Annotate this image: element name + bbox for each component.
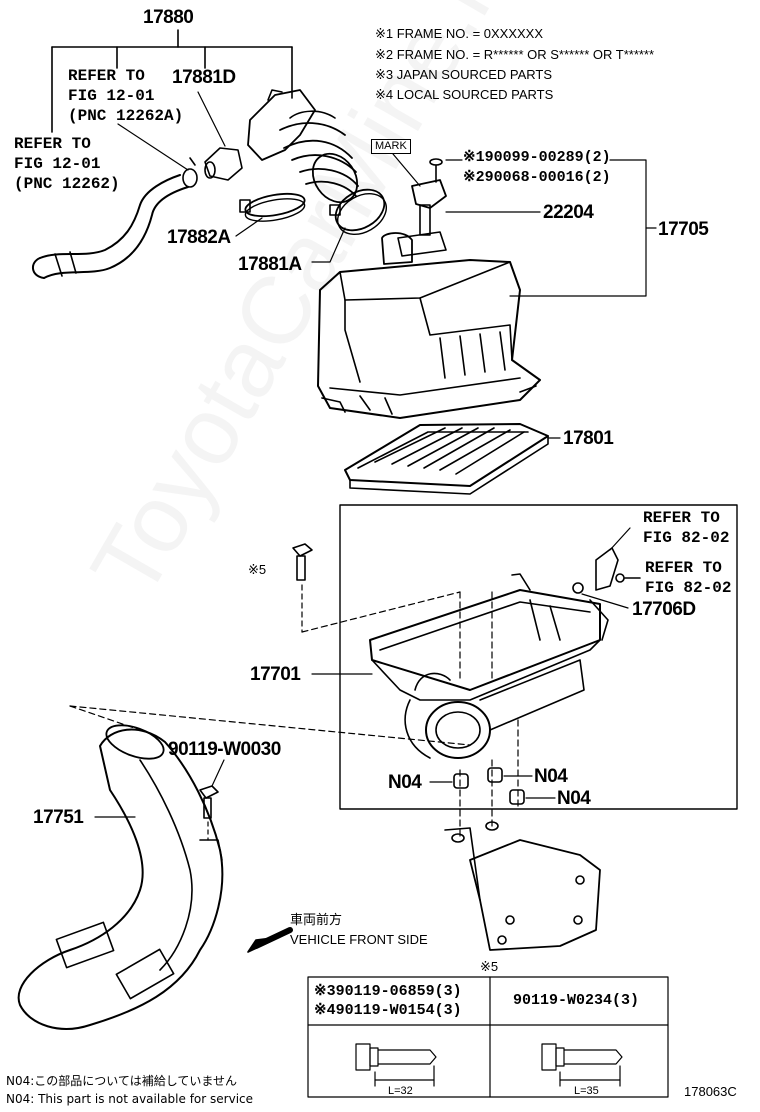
- note-2: ※2 FRAME NO. = R****** OR S****** OR T**…: [375, 47, 655, 62]
- refer-fig-12-01-a[interactable]: REFER TO FIG 12-01 (PNC 12262A): [68, 66, 183, 126]
- note-4: ※4 LOCAL SOURCED PARTS: [375, 87, 554, 102]
- part-17706D[interactable]: 17706D: [632, 599, 696, 620]
- refer-fig-12-01-b[interactable]: REFER TO FIG 12-01 (PNC 12262): [14, 134, 120, 194]
- bolt-length-table: [307, 976, 669, 1098]
- grommets-N04: [453, 767, 525, 805]
- part-22204[interactable]: 22204: [543, 202, 594, 223]
- table-left-part-1[interactable]: ※390119-06859(3): [314, 983, 462, 1000]
- refer-line: REFER TO: [68, 67, 145, 85]
- refer-line: REFER TO: [643, 509, 720, 527]
- mark-label: MARK: [371, 139, 411, 154]
- clamp-17881A: [329, 188, 387, 235]
- case-assembly-frame: [339, 504, 738, 810]
- table-right-part[interactable]: 90119-W0234(3): [513, 992, 640, 1009]
- nipple-17881D: [204, 147, 243, 181]
- air-filter-element-17801: [344, 423, 549, 495]
- lower-mount-bracket: [444, 821, 601, 951]
- footer-note-en: N04: This part is not available for serv…: [6, 1092, 254, 1106]
- part-17801[interactable]: 17801: [563, 428, 614, 449]
- refer-line: FIG 12-01: [68, 87, 155, 105]
- note-1: ※1 FRAME NO. = 0XXXXXX: [375, 26, 544, 41]
- part-90119-W0030[interactable]: 90119-W0030: [168, 739, 281, 760]
- screw-90099: [429, 158, 443, 183]
- refer-line: FIG 12-01: [14, 155, 101, 173]
- vehicle-front-en: VEHICLE FRONT SIDE: [290, 932, 428, 947]
- table-right-length: L=35: [574, 1085, 599, 1097]
- part-17705[interactable]: 17705: [658, 219, 709, 240]
- table-left-part-2[interactable]: ※490119-W0154(3): [314, 1002, 462, 1019]
- air-cleaner-case-17701: [369, 573, 609, 759]
- bracket-17706D: [572, 547, 641, 594]
- refer-fig-82-02-a[interactable]: REFER TO FIG 82-02: [643, 508, 729, 548]
- bolt-illustration-left: [355, 1043, 437, 1087]
- intake-connector-17880: [247, 89, 359, 204]
- table-left-length: L=32: [388, 1085, 413, 1097]
- star5-label-a: ※5: [248, 562, 267, 577]
- leader-17880: [51, 29, 293, 133]
- part-N04-a[interactable]: N04: [388, 772, 422, 793]
- bolt-90119-W0030: [199, 785, 219, 819]
- part-17881A[interactable]: 17881A: [238, 254, 302, 275]
- part-90068-00016[interactable]: ※290068-00016(2): [463, 169, 611, 186]
- star5-label-b: ※5: [480, 959, 499, 974]
- bolt-star5: [292, 543, 313, 581]
- part-17882A[interactable]: 17882A: [167, 227, 231, 248]
- footer-note-jp: N04:この部品については補給していません: [6, 1074, 237, 1088]
- part-17881D[interactable]: 17881D: [172, 67, 236, 88]
- part-17701[interactable]: 17701: [250, 664, 301, 685]
- clamp-17882A: [239, 192, 306, 222]
- air-cleaner-cap: [317, 232, 541, 419]
- refer-line: FIG 82-02: [643, 529, 730, 547]
- intake-duct-17751: [17, 724, 224, 1030]
- bolt-illustration-right: [541, 1043, 623, 1087]
- refer-fig-82-02-b[interactable]: REFER TO FIG 82-02: [645, 558, 731, 598]
- part-17751[interactable]: 17751: [33, 807, 84, 828]
- refer-line: (PNC 12262): [14, 175, 120, 193]
- part-90099-00289[interactable]: ※190099-00289(2): [463, 149, 611, 166]
- refer-line: (PNC 12262A): [68, 107, 184, 125]
- note-3: ※3 JAPAN SOURCED PARTS: [375, 67, 553, 82]
- front-direction-arrow: [253, 927, 293, 949]
- part-N04-b[interactable]: N04: [534, 766, 568, 787]
- hose-part: [32, 174, 189, 279]
- refer-line: REFER TO: [14, 135, 91, 153]
- refer-line: REFER TO: [645, 559, 722, 577]
- refer-line: FIG 82-02: [645, 579, 732, 597]
- part-N04-c[interactable]: N04: [557, 788, 591, 809]
- part-17880[interactable]: 17880: [143, 7, 194, 28]
- figure-code: 178063C: [684, 1084, 737, 1099]
- vehicle-front-jp: 車両前方: [290, 912, 343, 927]
